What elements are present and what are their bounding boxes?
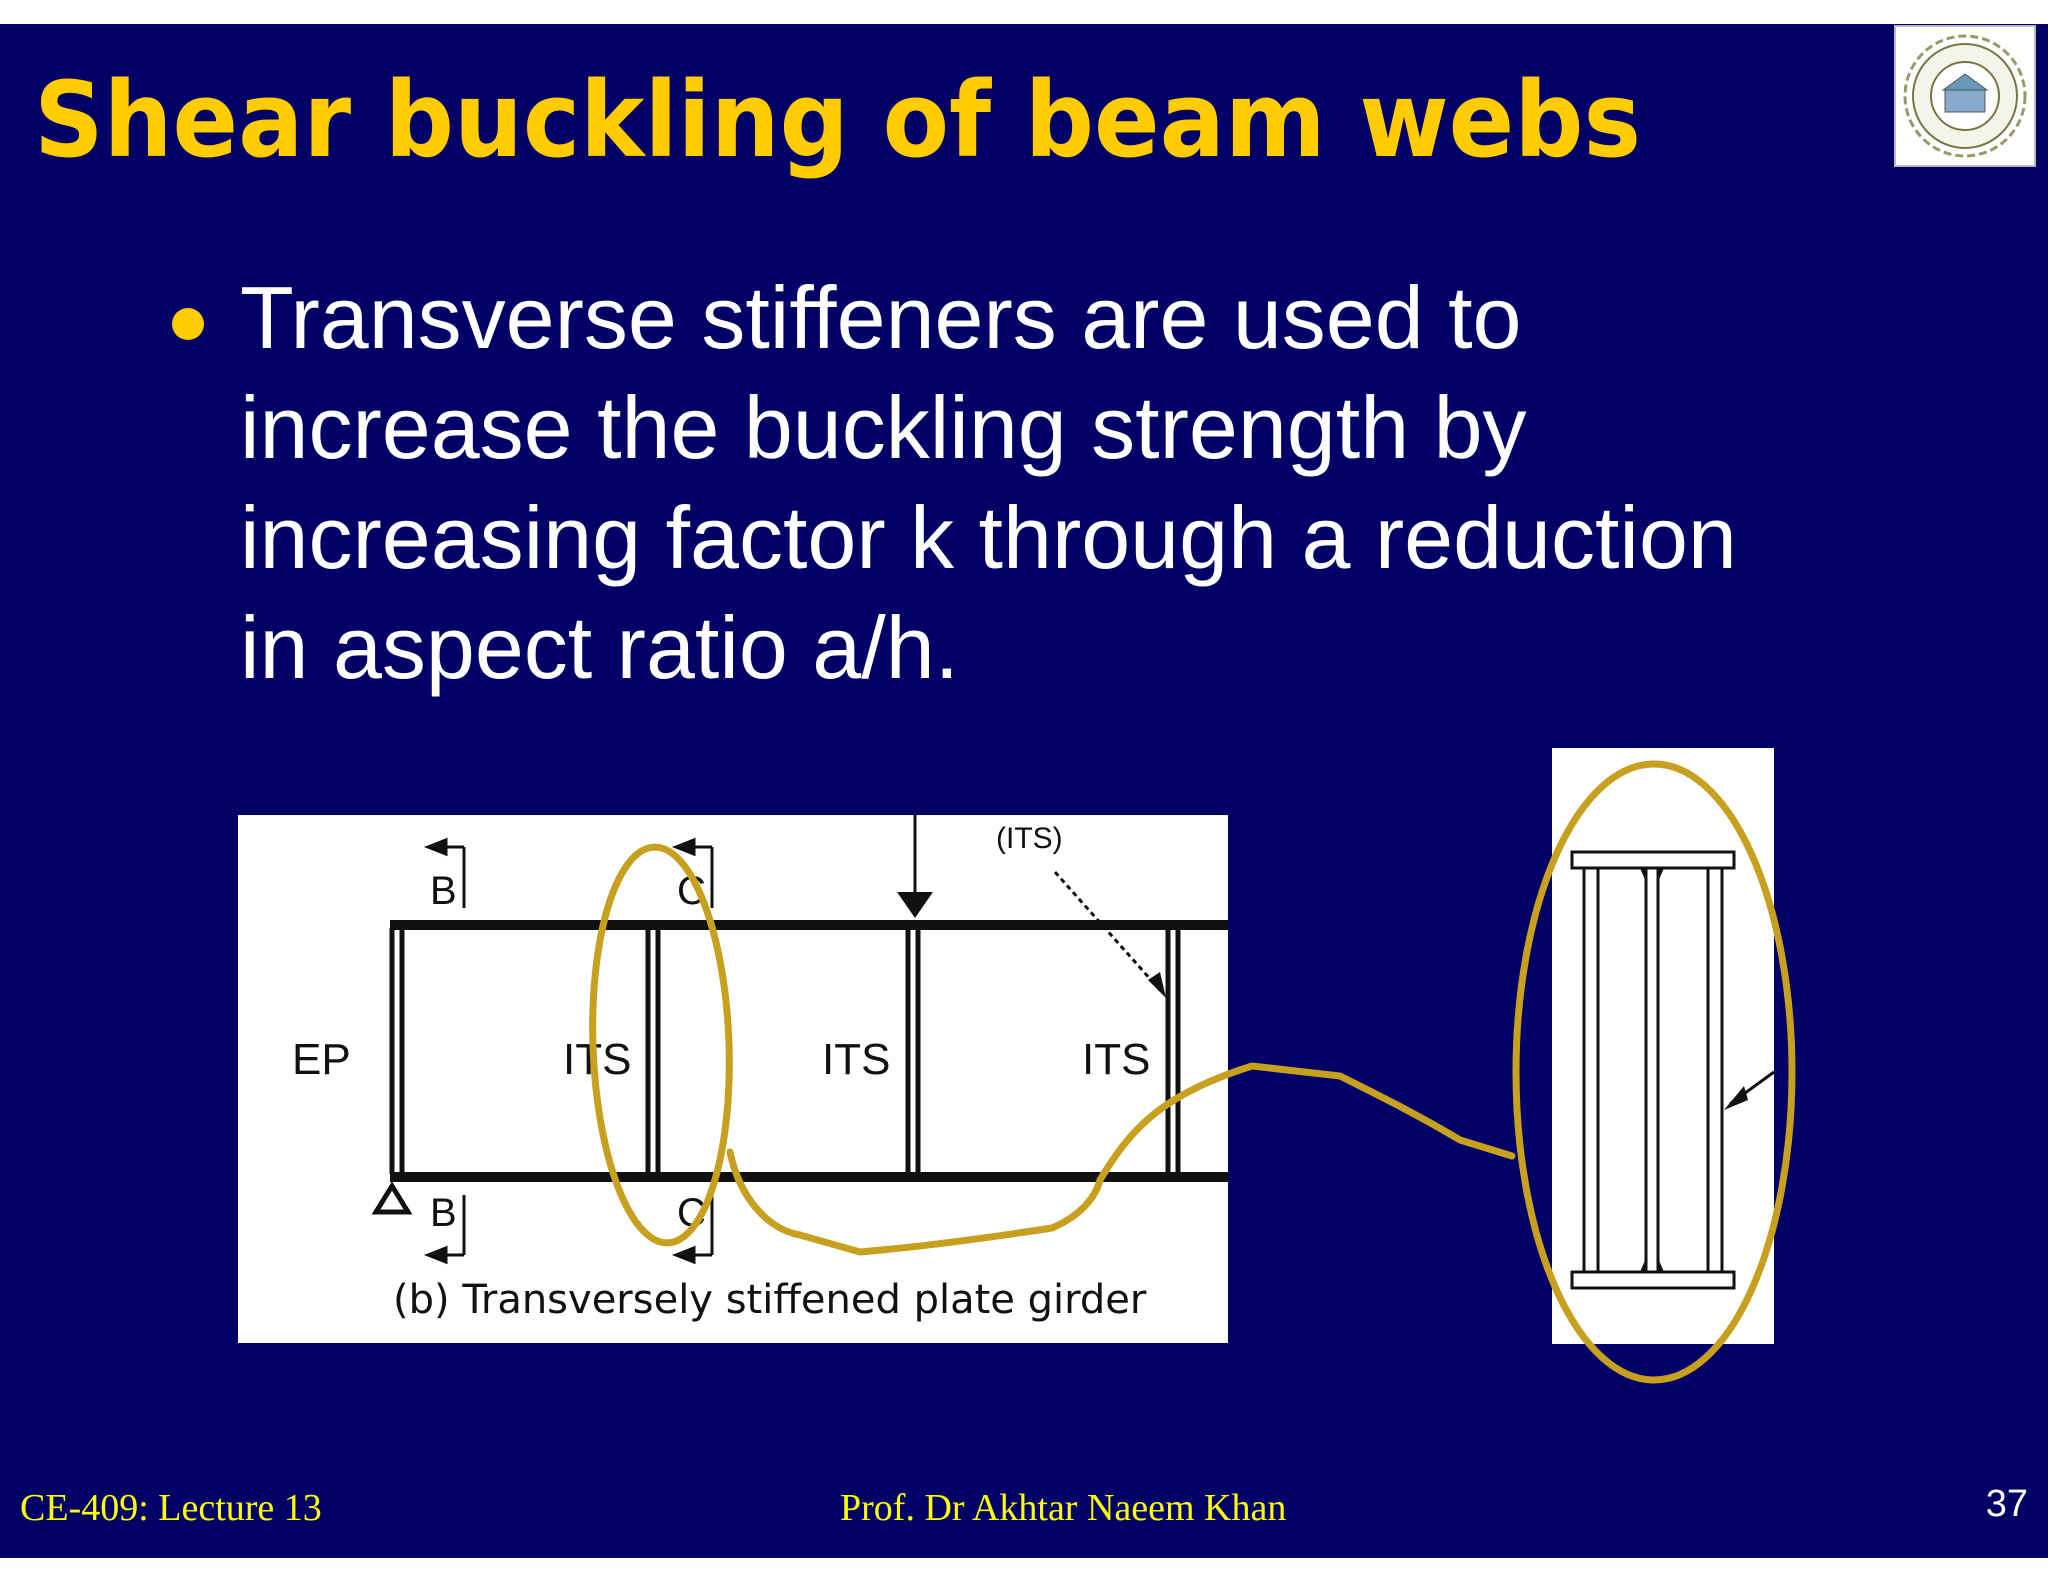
caption-clip: (b) Transversely stiffened plate girder <box>393 1277 1147 1323</box>
footer-course: CE-409: Lecture 13 <box>20 1487 322 1529</box>
section-label-b-bottom: B <box>430 1191 457 1235</box>
figure-caption: (b) Transversely stiffened plate girder <box>393 1277 1147 1323</box>
cross-section-panel <box>1552 748 1774 1344</box>
end-post-label: EP <box>292 1035 351 1084</box>
university-logo <box>1894 25 2036 167</box>
section-label-b-top: B <box>430 869 457 913</box>
bullet-line-3: increasing factor k through a reduction <box>240 488 1737 587</box>
bottom-flange <box>390 1172 1228 1182</box>
girder-elevation-panel <box>238 815 1228 1343</box>
its-leader-arrowhead <box>1148 972 1166 998</box>
cross-section-web-and-stiffeners <box>1582 868 1724 1272</box>
annotation-ellipse-section <box>1512 760 1796 1384</box>
slide-number: 37 <box>1985 1483 2028 1525</box>
hand-drawn-annotations <box>589 760 1796 1384</box>
section-cut-c <box>671 837 714 1265</box>
its-callout-label: (ITS) <box>996 822 1063 855</box>
annotation-connector-curve <box>726 1062 1516 1256</box>
bullet-line-4: in aspect ratio a/h. <box>240 598 960 697</box>
slide-title: Shear buckling of beam webs <box>34 59 1642 181</box>
stiffener-lines <box>389 928 1181 1174</box>
section-cut-b <box>423 837 466 1265</box>
cross-section-top-flange <box>1570 850 1736 870</box>
support-triangle <box>371 1181 413 1215</box>
footer-author: Prof. Dr Akhtar Naeem Khan <box>840 1487 1287 1529</box>
load-arrow-head <box>897 892 933 918</box>
its-label-3: ITS <box>1082 1035 1150 1084</box>
annotation-ellipse-stiffener <box>589 843 733 1247</box>
top-flange <box>390 920 1228 930</box>
its-label-2: ITS <box>822 1035 890 1084</box>
bullet-line-1: Transverse stiffeners are used to <box>240 268 1522 367</box>
bullet-line-2: increase the buckling strength by <box>240 378 1527 477</box>
bullet-dot <box>172 308 204 340</box>
cross-section-pointer-arrowhead <box>1724 1086 1748 1110</box>
cross-section-welds <box>1640 868 1664 1272</box>
cross-section-bottom-flange <box>1570 1270 1736 1290</box>
